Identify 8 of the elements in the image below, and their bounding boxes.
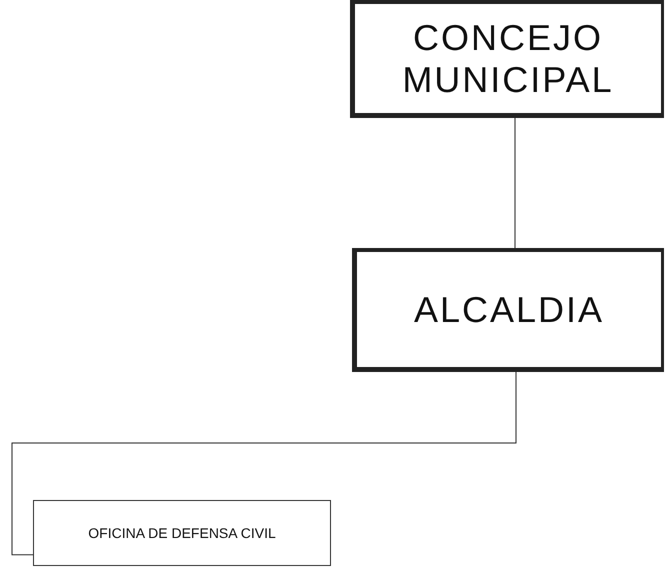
unit-name: OFICINA DE DEFENSA CIVIL xyxy=(88,524,276,542)
connector-line xyxy=(12,372,516,556)
unit-name: CONCEJO MUNICIPAL xyxy=(401,17,615,100)
organization-box xyxy=(352,248,664,372)
connector-line xyxy=(514,118,516,248)
unit-name: ALCALDIA xyxy=(414,288,604,330)
organization-box xyxy=(33,500,331,566)
organization-box xyxy=(350,0,664,118)
